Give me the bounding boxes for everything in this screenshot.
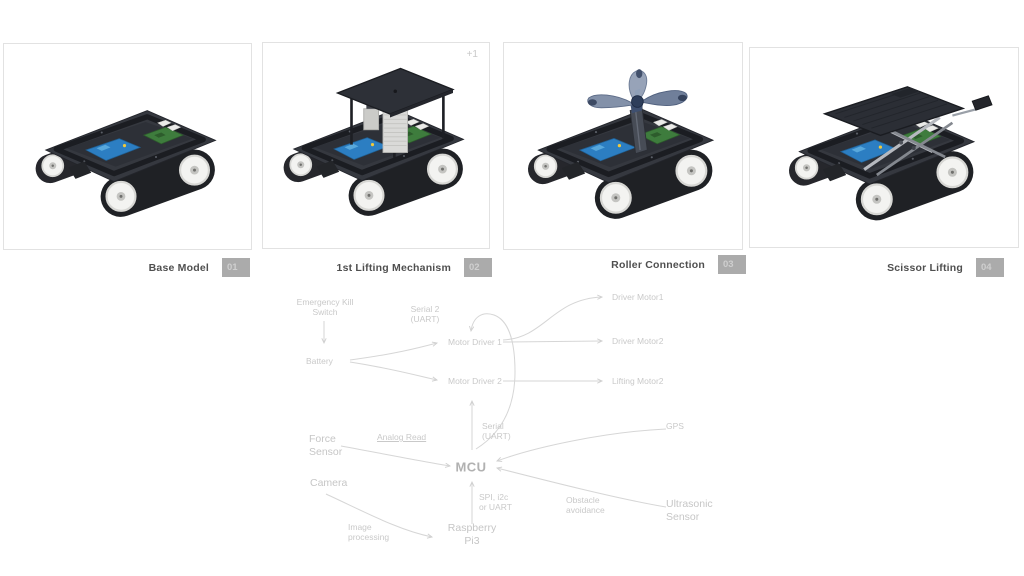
caption-roller: Roller Connection 03 xyxy=(611,255,746,274)
wire-battery-to-motor-driver-1 xyxy=(349,341,439,361)
wire-battery-to-motor-driver-2 xyxy=(349,361,439,382)
wire-motor-driver-1-to-driver-motor1 xyxy=(502,294,604,341)
model-card-first-lifting[interactable]: +1 xyxy=(262,42,490,249)
wire-ultrasonic-to-mcu xyxy=(495,466,667,508)
caption-label: 1st Lifting Mechanism xyxy=(336,261,451,274)
node-lifting-motor2: Lifting Motor2 xyxy=(612,376,664,386)
label-serial-uart: Serial (UART) xyxy=(482,421,511,441)
wire-motor-driver-1-to-driver-motor2 xyxy=(502,338,604,344)
model-card-scissor[interactable] xyxy=(749,47,1019,248)
node-gps: GPS xyxy=(666,421,684,431)
wire-camera-to-raspberry xyxy=(325,493,434,539)
more-images-badge[interactable]: +1 xyxy=(466,49,478,60)
label-analog-read: Analog Read xyxy=(377,432,427,442)
node-motor-driver-1: Motor Driver 1 xyxy=(448,337,502,347)
wire-force-sensor-to-mcu xyxy=(340,445,452,468)
caption-label: Base Model xyxy=(148,261,209,274)
model-card-base[interactable] xyxy=(3,43,252,250)
node-raspberry-pi3: Raspberry Pi3 xyxy=(447,522,497,547)
node-driver-motor2: Driver Motor2 xyxy=(612,336,664,346)
label-image-processing: Image processing xyxy=(348,522,390,542)
caption-label: Roller Connection xyxy=(611,258,705,271)
model-card-roller[interactable] xyxy=(503,42,743,250)
label-spi-i2c-uart: SPI, i2c or UART xyxy=(479,492,512,512)
node-emergency-kill-switch: Emergency Kill Switch xyxy=(296,297,354,317)
node-camera: Camera xyxy=(310,477,348,489)
node-motor-driver-2: Motor Driver 2 xyxy=(448,376,502,386)
caption-base-model: Base Model 01 xyxy=(149,258,250,277)
node-ultrasonic-sensor: Ultrasonic Sensor xyxy=(666,498,713,523)
node-force-sensor: Force Sensor xyxy=(309,433,343,458)
caption-scissor: Scissor Lifting 04 xyxy=(887,258,1004,277)
label-obstacle-avoidance: Obstacle avoidance xyxy=(566,495,605,515)
caption-number-badge: 02 xyxy=(464,258,492,277)
caption-number-badge: 04 xyxy=(976,258,1004,277)
label-serial2-uart: Serial 2 (UART) xyxy=(410,304,440,324)
node-battery: Battery xyxy=(306,356,333,366)
caption-number-badge: 03 xyxy=(718,255,746,274)
caption-first-lifting: 1st Lifting Mechanism 02 xyxy=(337,258,492,277)
caption-label: Scissor Lifting xyxy=(887,261,963,274)
caption-number-badge: 01 xyxy=(222,258,250,277)
node-driver-motor1: Driver Motor1 xyxy=(612,292,664,302)
node-mcu: MCU xyxy=(455,459,487,475)
wire-gps-to-mcu xyxy=(496,428,667,462)
wire-mcu-loop-to-motor-driver-1 xyxy=(469,313,516,450)
